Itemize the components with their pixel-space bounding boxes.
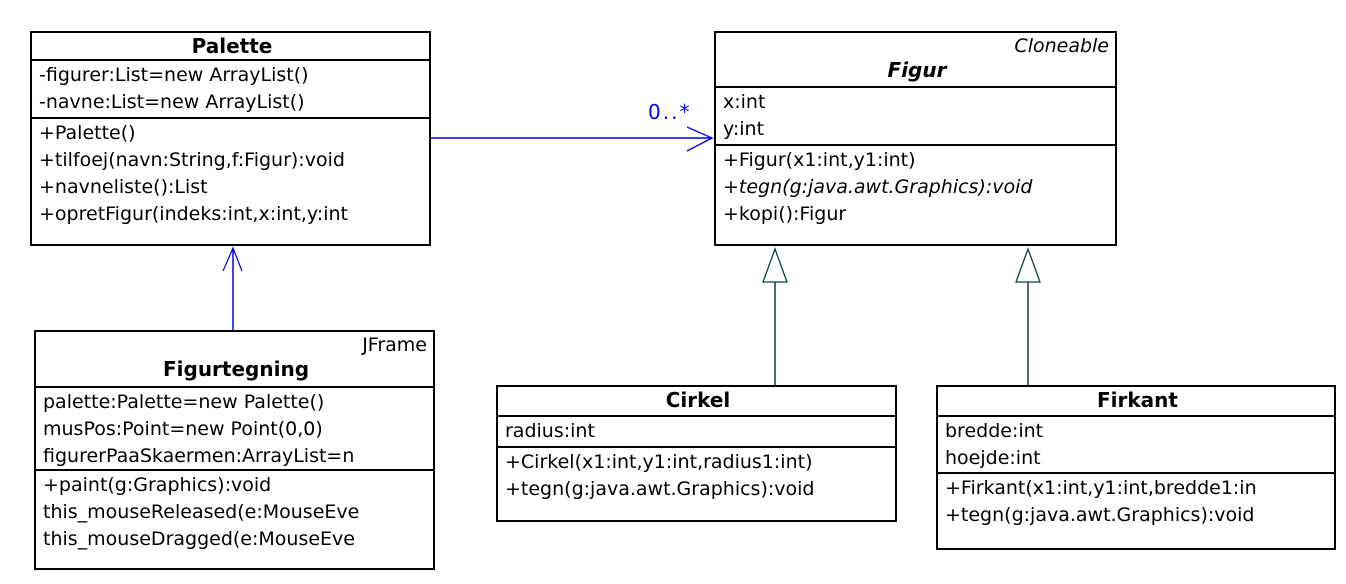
title-compartment: Cirkel	[498, 387, 895, 415]
method: this_mouseDragged(e:MouseEve	[43, 528, 355, 550]
class-box-firkant: Firkant bredde:int hoejde:int +Firkant(x…	[936, 385, 1336, 550]
method: +opretFigur(indeks:int,x:int,y:int	[39, 203, 348, 225]
attribute: -figurer:List=new ArrayList()	[39, 64, 309, 86]
method: +tegn(g:java.awt.Graphics):void	[945, 504, 1255, 526]
title-compartment: Firkant	[938, 387, 1334, 415]
methods-compartment: +Palette() +tilfoej(navn:String,f:Figur)…	[32, 117, 429, 244]
title-compartment: JFrame Figurtegning	[36, 332, 433, 386]
method: +kopi():Figur	[723, 203, 847, 225]
class-name: Cirkel	[665, 388, 731, 412]
class-name: Palette	[191, 34, 273, 58]
class-box-cirkel: Cirkel radius:int +Cirkel(x1:int,y1:int,…	[496, 385, 897, 522]
open-arrowhead-icon	[686, 126, 714, 152]
method: +paint(g:Graphics):void	[43, 474, 272, 496]
class-name: Firkant	[1097, 388, 1178, 412]
attribute: figurerPaaSkaermen:ArrayList=n	[43, 445, 355, 467]
method: +tilfoej(navn:String,f:Figur):void	[39, 149, 345, 171]
methods-compartment: +Cirkel(x1:int,y1:int,radius1:int) +tegn…	[498, 446, 895, 520]
methods-compartment: +Figur(x1:int,y1:int) +tegn(g:java.awt.G…	[716, 144, 1115, 244]
attributes-compartment: bredde:int hoejde:int	[938, 415, 1334, 472]
class-name: Figurtegning	[162, 357, 310, 381]
methods-compartment: +Firkant(x1:int,y1:int,bredde1:in +tegn(…	[938, 472, 1334, 548]
attribute: musPos:Point=new Point(0,0)	[43, 418, 323, 440]
multiplicity-label: 0..*	[648, 100, 692, 124]
method: +Cirkel(x1:int,y1:int,radius1:int)	[505, 451, 813, 473]
title-compartment: Cloneable Figur	[716, 33, 1115, 86]
inheritance-triangle-icon	[1015, 247, 1041, 283]
methods-compartment: +paint(g:Graphics):void this_mouseReleas…	[36, 469, 433, 568]
attribute: radius:int	[505, 420, 595, 442]
attribute: bredde:int	[945, 420, 1044, 442]
attribute: -navne:List=new ArrayList()	[39, 91, 305, 113]
attribute: hoejde:int	[945, 447, 1041, 469]
method: +Figur(x1:int,y1:int)	[723, 149, 916, 171]
superclass-label: JFrame	[362, 334, 427, 356]
attributes-compartment: -figurer:List=new ArrayList() -navne:Lis…	[32, 59, 429, 117]
open-arrowhead-icon	[222, 246, 243, 272]
method: +navneliste():List	[39, 176, 208, 198]
inheritance-triangle-icon	[762, 247, 788, 283]
method: +tegn(g:java.awt.Graphics):void	[505, 478, 815, 500]
stereotype-label: Cloneable	[1014, 35, 1109, 57]
attribute: palette:Palette=new Palette()	[43, 391, 325, 413]
attributes-compartment: radius:int	[498, 415, 895, 446]
attributes-compartment: palette:Palette=new Palette() musPos:Poi…	[36, 386, 433, 469]
class-box-palette: Palette -figurer:List=new ArrayList() -n…	[30, 31, 431, 246]
class-box-figurtegning: JFrame Figurtegning palette:Palette=new …	[34, 330, 435, 570]
attributes-compartment: x:int y:int	[716, 86, 1115, 144]
class-name: Figur	[887, 58, 947, 82]
attribute: x:int	[723, 91, 766, 113]
method: +Firkant(x1:int,y1:int,bredde1:in	[945, 477, 1257, 499]
method: this_mouseReleased(e:MouseEve	[43, 501, 360, 523]
abstract-method: +tegn(g:java.awt.Graphics):void	[723, 176, 1033, 198]
method: +Palette()	[39, 122, 136, 144]
class-box-figur: Cloneable Figur x:int y:int +Figur(x1:in…	[714, 31, 1117, 246]
attribute: y:int	[723, 118, 765, 140]
title-compartment: Palette	[32, 33, 429, 59]
